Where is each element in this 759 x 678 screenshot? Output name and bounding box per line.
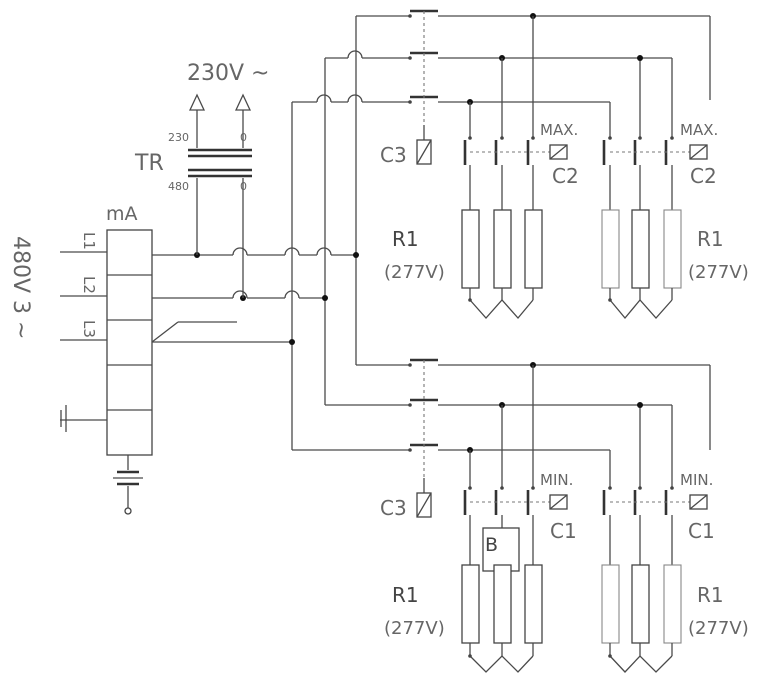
battery-icon	[113, 455, 143, 515]
meter-label: mA	[106, 203, 138, 225]
coil-label-bottom-left: C1	[550, 519, 577, 543]
coil-label-top-left: C2	[552, 164, 579, 188]
resistor-label-bottom-left: R1	[392, 583, 419, 607]
phase-l1-label: L1	[80, 232, 98, 250]
switch-block-bottom-left	[463, 365, 568, 565]
phase-inputs	[60, 251, 107, 341]
phase-l3-label: L3	[80, 320, 98, 338]
switch-block-bottom-right	[602, 365, 711, 565]
resistor-bank-bottom-right	[601, 564, 682, 673]
switch-block-top-left	[463, 16, 568, 210]
mode-label-top-left: MAX.	[540, 121, 578, 139]
transformer-label: TR	[134, 151, 164, 176]
rating-label-bottom-left: (277V)	[384, 618, 445, 639]
coil-label-top-right: C2	[690, 164, 717, 188]
transformer-output-label: 230V ~	[187, 61, 269, 86]
primary-tap-label: 480	[168, 180, 189, 193]
dots-top	[467, 13, 536, 105]
output-arrow-icon	[188, 93, 252, 111]
coil-label-bottom-right: C1	[688, 519, 715, 543]
bus-wiring	[151, 15, 410, 451]
terminal-dots	[408, 14, 674, 658]
resistor-label-bottom-right: R1	[697, 583, 724, 607]
resistor-bank-top-right	[601, 209, 682, 320]
mode-label-bottom-left: MIN.	[540, 471, 573, 489]
rating-label-top-right: (277V)	[688, 262, 749, 283]
switch-block-top-right	[602, 16, 711, 210]
mode-label-bottom-right: MIN.	[680, 471, 713, 489]
mode-label-top-right: MAX.	[680, 121, 718, 139]
contactor-c3-bottom	[410, 358, 710, 518]
resistor-bank-bottom-left	[461, 564, 543, 673]
resistor-label-top-right: R1	[697, 227, 724, 251]
secondary-tap-label: 230	[168, 131, 189, 144]
meter-terminal-block	[106, 229, 153, 456]
transformer	[188, 110, 252, 298]
rating-label-bottom-right: (277V)	[688, 618, 749, 639]
supply-voltage-label: 480V 3 ~	[8, 236, 33, 339]
contactor-c3-bottom-label: C3	[380, 496, 407, 520]
common-tap-bottom-label: 0	[240, 180, 247, 193]
resistor-label-top-left: R1	[392, 227, 419, 251]
ground-icon	[60, 405, 107, 432]
contactor-c3-top	[410, 9, 710, 165]
rating-label-top-left: (277V)	[384, 262, 445, 283]
marker-label: B	[485, 534, 498, 556]
contactor-c3-top-label: C3	[380, 143, 407, 167]
common-tap-top-label: 0	[240, 131, 247, 144]
phase-l2-label: L2	[80, 276, 98, 294]
resistor-bank-top-left	[461, 209, 543, 319]
